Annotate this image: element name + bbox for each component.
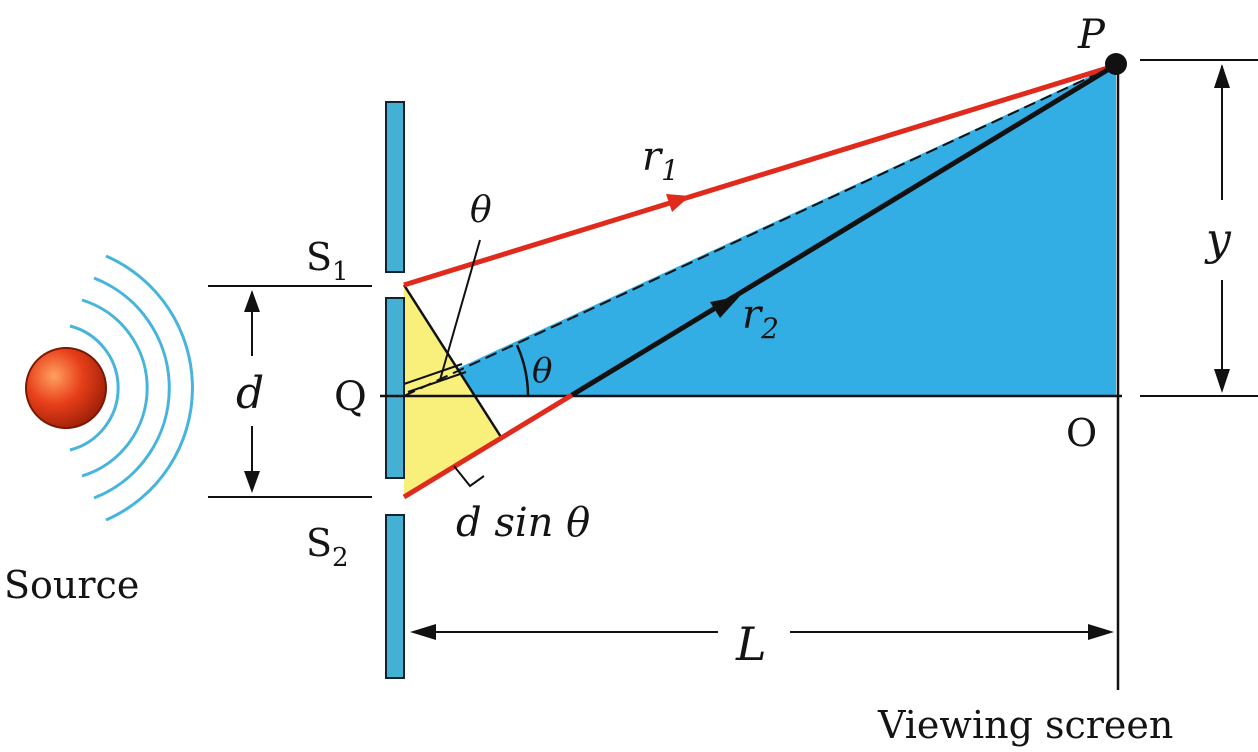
label-r1: r1: [642, 134, 679, 187]
label-o: O: [1066, 411, 1097, 455]
barrier-middle: [385, 297, 405, 479]
d-arrow-bottom-head: [244, 471, 260, 493]
blue-triangle: [398, 64, 1116, 396]
ray-r1: [403, 63, 1115, 288]
label-r2: r2: [742, 292, 779, 345]
label-l: L: [735, 617, 767, 671]
yellow-triangle: [404, 285, 501, 497]
source-ball: [25, 347, 107, 429]
y-arrow-top-head: [1214, 64, 1230, 88]
wave-arcs: [69, 254, 194, 522]
ray-r2-arrow: [710, 296, 740, 318]
l-arrow-left-head: [410, 624, 436, 640]
label-y: y: [1204, 214, 1232, 265]
dashed-line-qp: [403, 65, 1115, 397]
label-s1: S1: [306, 235, 349, 287]
ray-r2-red: [402, 392, 574, 500]
ray-r1-arrow: [666, 194, 690, 212]
ray-r2-black: [570, 63, 1116, 398]
point-p-dot: [1105, 53, 1127, 75]
d-arrow-top-head: [244, 290, 260, 312]
label-theta-top: θ: [470, 190, 492, 231]
right-angle-mark: [453, 465, 485, 488]
label-viewing-screen: Viewing screen: [877, 703, 1173, 747]
label-source: Source: [4, 563, 139, 607]
label-theta-angle: θ: [532, 351, 552, 391]
label-q: Q: [334, 374, 367, 420]
l-arrow-right-head: [1088, 624, 1114, 640]
barrier-bottom: [385, 514, 405, 679]
theta-leader: [439, 239, 481, 381]
label-d: d: [236, 368, 264, 419]
perpendicular-line: [402, 284, 503, 438]
barrier-top: [385, 101, 405, 273]
label-s2: S2: [306, 521, 349, 573]
label-d-sin-theta: d sin θ: [456, 500, 590, 546]
label-p: P: [1077, 12, 1106, 58]
angle-mark-q: [403, 363, 467, 393]
theta-arc: [515, 344, 530, 397]
y-arrow-bottom-head: [1214, 369, 1230, 393]
